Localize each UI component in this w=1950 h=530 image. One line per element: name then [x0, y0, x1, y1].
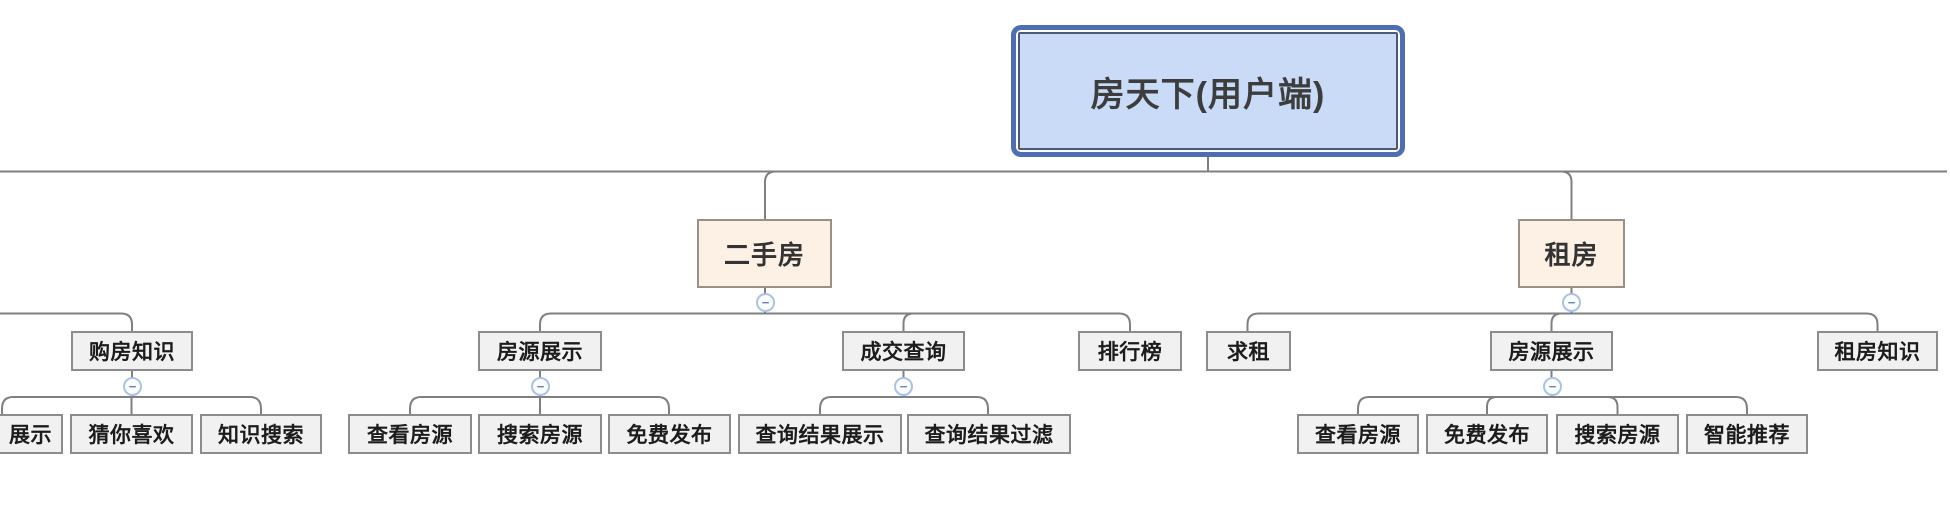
subtopic-display-cutoff[interactable]: 展示	[0, 414, 63, 454]
minus-icon: −	[761, 295, 770, 310]
node-root[interactable]: 房天下(用户端)	[1011, 25, 1405, 157]
subtopic-rent-view-listing[interactable]: 查看房源	[1297, 414, 1419, 454]
node-root-label: 房天下(用户端)	[1018, 32, 1398, 150]
subtopic-smart-recommend[interactable]: 智能推荐	[1686, 414, 1808, 454]
subtopic-guess-you-like[interactable]: 猜你喜欢	[70, 414, 193, 454]
collapse-icon-deal-query[interactable]: −	[894, 377, 913, 396]
collapse-icon-sh-listing-display[interactable]: −	[531, 377, 550, 396]
topic-deal-query[interactable]: 成交查询	[842, 331, 965, 371]
connector-subtopics	[1, 396, 1748, 414]
collapse-icon-rent-listing-display[interactable]: −	[1543, 377, 1562, 396]
collapse-icon-purchase-knowledge[interactable]: −	[123, 377, 142, 396]
subtopic-rent-search-listing[interactable]: 搜索房源	[1556, 414, 1679, 454]
minus-icon: −	[1567, 295, 1576, 310]
subtopic-query-result-filter[interactable]: 查询结果过滤	[907, 414, 1071, 454]
topic-ranking[interactable]: 排行榜	[1078, 331, 1182, 371]
connector-root	[0, 157, 1947, 173]
collapse-icon-renting[interactable]: −	[1562, 293, 1581, 312]
minus-icon: −	[128, 379, 137, 394]
minus-icon: −	[1548, 379, 1557, 394]
connector-branches	[764, 170, 1573, 314]
topic-seek-rent[interactable]: 求租	[1206, 331, 1291, 371]
subtopic-sh-free-publish[interactable]: 免费发布	[608, 414, 731, 454]
branch-second-hand[interactable]: 二手房	[697, 219, 832, 288]
topic-second-hand-listing-display[interactable]: 房源展示	[478, 331, 602, 371]
minus-icon: −	[536, 379, 545, 394]
subtopic-knowledge-search[interactable]: 知识搜索	[200, 414, 322, 454]
subtopic-query-result-display[interactable]: 查询结果展示	[738, 414, 902, 454]
subtopic-rent-free-publish[interactable]: 免费发布	[1426, 414, 1548, 454]
subtopic-sh-search-listing[interactable]: 搜索房源	[478, 414, 602, 454]
topic-purchase-knowledge[interactable]: 购房知识	[71, 331, 193, 371]
topic-renting-knowledge[interactable]: 租房知识	[1817, 331, 1938, 371]
branch-renting[interactable]: 租房	[1518, 219, 1625, 288]
collapse-icon-second-hand[interactable]: −	[756, 293, 775, 312]
minus-icon: −	[899, 379, 908, 394]
subtopic-sh-view-listing[interactable]: 查看房源	[348, 414, 472, 454]
topic-renting-listing-display[interactable]: 房源展示	[1490, 331, 1613, 371]
